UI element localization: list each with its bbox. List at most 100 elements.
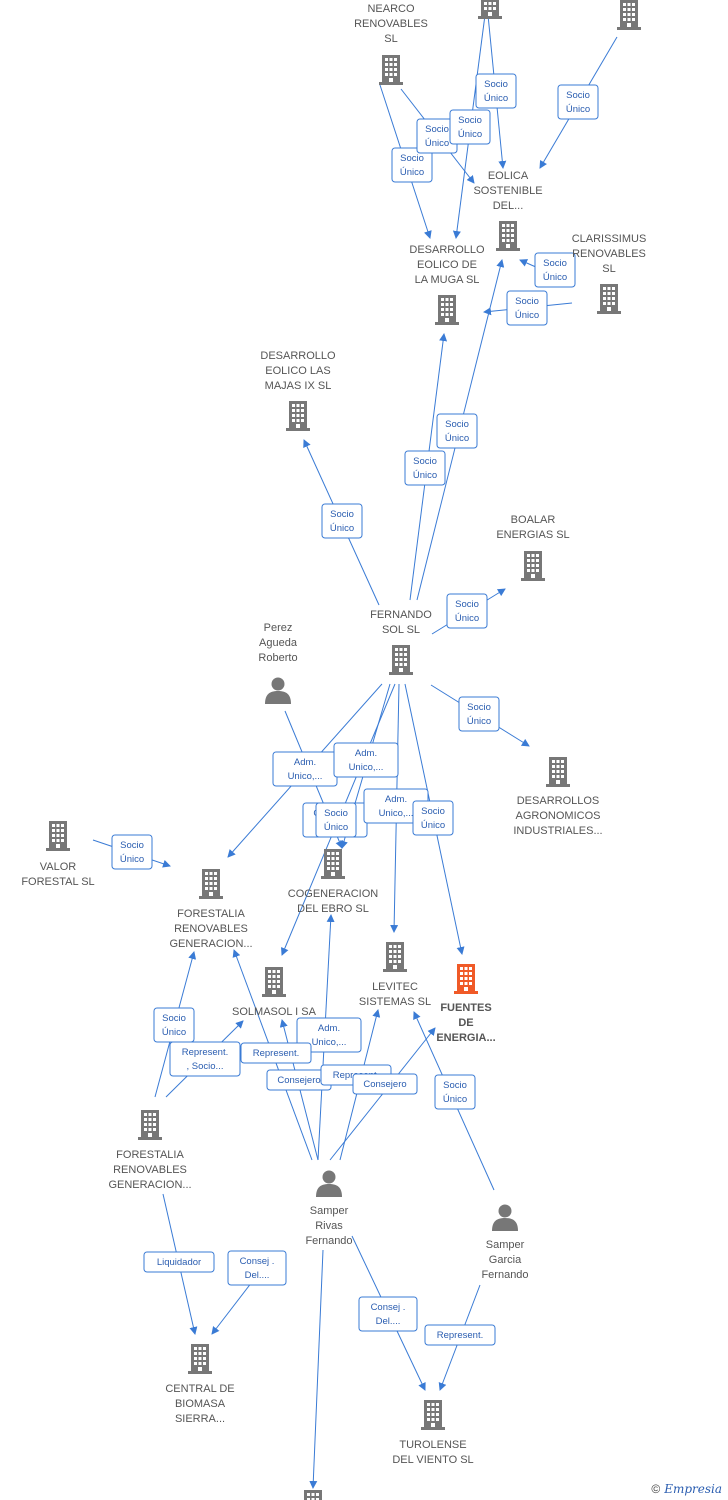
node-label: BOALAR bbox=[511, 514, 556, 526]
edge-label-text: Adm. bbox=[294, 757, 316, 768]
node-boalar[interactable]: BOALAR ENERGIAS SL bbox=[496, 514, 570, 581]
edge-label-30[interactable]: Represent. bbox=[424, 1324, 496, 1346]
edge-label-29[interactable]: Consej . Del.... bbox=[358, 1296, 418, 1332]
edge-label-text: Del.... bbox=[376, 1316, 401, 1327]
edge-label-text: Socio bbox=[467, 702, 491, 713]
edge-label-box bbox=[557, 84, 599, 120]
edge-labels-layer: SocioÚnicoSocioÚnicoSocioÚnicoSocioÚnico… bbox=[111, 73, 599, 1346]
node-label: ENERGIAS SL bbox=[496, 529, 569, 541]
node-central[interactable]: CENTRAL DEBIOMASASIERRA... bbox=[165, 1344, 235, 1425]
node-label: FORESTALIA bbox=[116, 1149, 184, 1161]
node-label: EOLICO LAS bbox=[265, 365, 330, 377]
edge-label-box bbox=[352, 1073, 418, 1095]
building-icon bbox=[188, 1344, 212, 1374]
node-label: SOL SL bbox=[382, 624, 420, 636]
node-label: DEL VIENTO SL bbox=[392, 1454, 473, 1466]
edge-label-27[interactable]: Liquidador bbox=[143, 1251, 215, 1273]
edge-label-box bbox=[358, 1296, 418, 1332]
edge-label-13[interactable]: Adm.Unico,... bbox=[333, 742, 399, 778]
copyright-icon: © bbox=[651, 1482, 661, 1496]
edge-label-12[interactable]: Adm.Unico,... bbox=[272, 751, 338, 787]
node-label: Fernando bbox=[481, 1269, 528, 1281]
edge-line-28 bbox=[211, 1277, 256, 1335]
edge-label-25[interactable]: Consejero bbox=[352, 1073, 418, 1095]
building-icon bbox=[496, 221, 520, 251]
edge-label-text: Socio bbox=[484, 79, 508, 90]
node-eolica[interactable]: EOLICASOSTENIBLEDEL... bbox=[473, 170, 543, 251]
node-desagro[interactable]: DESARROLLOSAGRONOMICOSINDUSTRIALES... bbox=[513, 757, 603, 837]
edge-label-text: Represent. bbox=[253, 1048, 299, 1059]
edge-label-20[interactable]: Represent., Socio... bbox=[169, 1041, 241, 1077]
edge-label-text: Socio bbox=[413, 456, 437, 467]
edge-label-text: Liquidador bbox=[157, 1257, 201, 1268]
node-label: COGENERACION bbox=[288, 888, 379, 900]
edge-label-text: Único bbox=[421, 820, 445, 831]
edge-label-text: Consejero bbox=[277, 1075, 320, 1086]
node-label: CENTRAL DE bbox=[165, 1383, 234, 1395]
node-label: RENOVABLES bbox=[113, 1164, 187, 1176]
edge-label-text: Consej . bbox=[371, 1302, 406, 1313]
node-label: LEVITEC bbox=[372, 981, 418, 993]
edge-label-text: Único bbox=[515, 310, 539, 321]
edge-label-text: Único bbox=[484, 93, 508, 104]
empresia-logo[interactable]: Empresia bbox=[664, 1482, 722, 1496]
node-forestalia1[interactable]: FORESTALIARENOVABLESGENERACION... bbox=[169, 869, 253, 950]
node-label: Roberto bbox=[258, 652, 297, 664]
node-forestalia2[interactable]: FORESTALIARENOVABLESGENERACION... bbox=[108, 1110, 192, 1191]
node-turolense[interactable]: TUROLENSE DEL VIENTO SL bbox=[392, 1400, 474, 1466]
edge-label-box bbox=[227, 1250, 287, 1286]
building-icon bbox=[478, 0, 502, 19]
edge-label-box bbox=[424, 1324, 496, 1346]
edge-label-21[interactable]: Adm.Unico,... bbox=[296, 1017, 362, 1053]
node-bottomcomp[interactable] bbox=[301, 1490, 325, 1500]
edge-label-28[interactable]: Consej .Del.... bbox=[227, 1250, 287, 1286]
node-label: RENOVABLES bbox=[572, 248, 646, 260]
building-icon bbox=[421, 1400, 445, 1430]
edge-label-box bbox=[534, 252, 576, 288]
edge-label-text: Socio bbox=[443, 1080, 467, 1091]
building-icon bbox=[597, 284, 621, 314]
node-label: INDUSTRIALES... bbox=[513, 825, 602, 837]
edge-label-box bbox=[506, 290, 548, 326]
node-solmasol[interactable]: SOLMASOL I SA bbox=[232, 967, 317, 1018]
node-label: TUROLENSE bbox=[399, 1439, 466, 1451]
edge-label-box bbox=[240, 1042, 312, 1064]
node-label: VALOR bbox=[40, 861, 77, 873]
edge-label-text: Socio bbox=[543, 258, 567, 269]
node-topcomp1[interactable] bbox=[478, 0, 502, 19]
edge-label-22[interactable]: Represent. bbox=[240, 1042, 312, 1064]
edge-label-text: Único bbox=[330, 523, 354, 534]
node-fuentes[interactable]: FUENTESDEENERGIA... bbox=[436, 964, 496, 1044]
edge-label-text: Consejero bbox=[363, 1079, 406, 1090]
node-topcomp2[interactable] bbox=[617, 0, 641, 30]
person-icon bbox=[492, 1204, 518, 1231]
